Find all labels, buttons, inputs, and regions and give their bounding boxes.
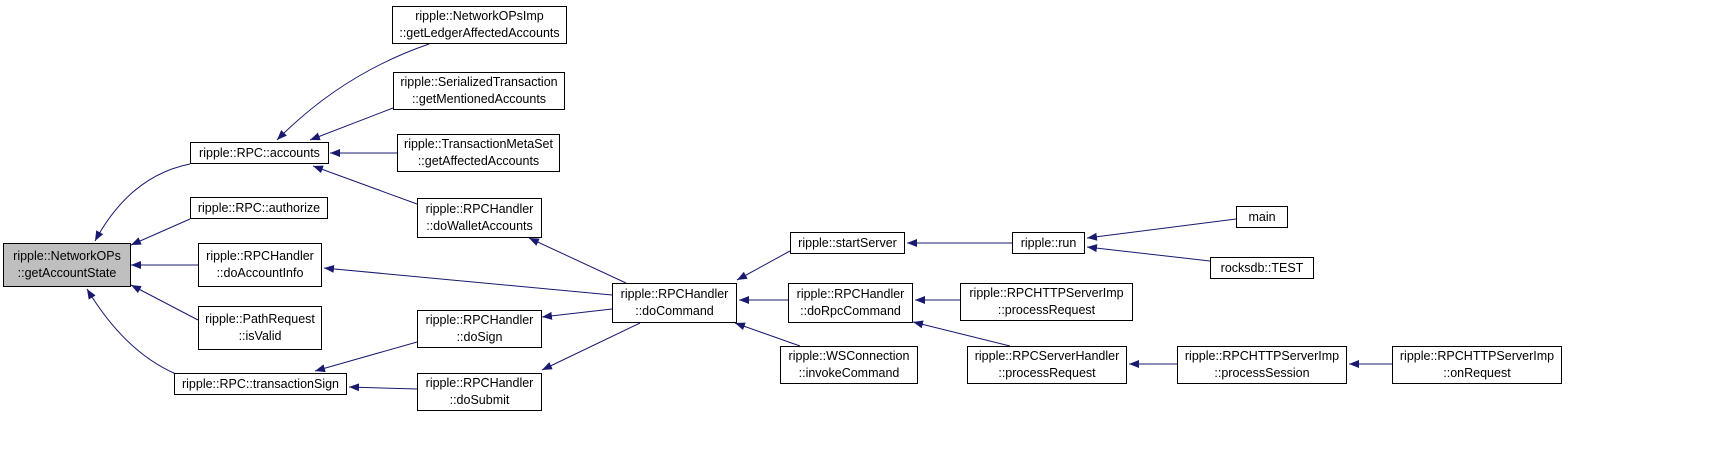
edge-doSign-to-transactionSign [314, 341, 418, 373]
node-label-line: main [1248, 209, 1276, 224]
node-label-line: ::doCommand [635, 304, 714, 318]
node-label-line: ripple::RPCHandler [796, 287, 905, 301]
edge-doCommand-to-doAccountInfo [323, 264, 613, 296]
node-getAffected[interactable]: ripple::TransactionMetaSet::getAffectedA… [397, 134, 560, 172]
node-authorize[interactable]: ripple::RPC::authorize [190, 197, 328, 219]
node-label-line: ripple::NetworkOPsImp [415, 9, 544, 23]
edge-doSubmit-to-transactionSign [348, 383, 418, 392]
node-label-line: ripple::RPCServerHandler [974, 349, 1120, 363]
node-label-line: ::onRequest [1443, 366, 1511, 380]
edge-authorize-to-root [130, 218, 191, 246]
node-label-line: ::doSubmit [449, 393, 510, 407]
node-main[interactable]: main [1236, 206, 1288, 228]
node-transactionSign[interactable]: ripple::RPC::transactionSign [174, 373, 347, 395]
node-getMentioned[interactable]: ripple::SerializedTransaction::getMentio… [393, 72, 565, 110]
node-label-line: ripple::SerializedTransaction [400, 75, 558, 89]
node-label-line: ripple::RPCHandler [425, 202, 534, 216]
node-rocksdbTest[interactable]: rocksdb::TEST [1210, 257, 1314, 279]
edge-transactionSign-to-root [86, 288, 177, 375]
node-root[interactable]: ripple::NetworkOPs::getAccountState [3, 243, 131, 287]
node-label-line: ::doSign [456, 330, 503, 344]
node-label-line: ripple::RPCHandler [620, 287, 729, 301]
node-serverHandlerProcessRequest[interactable]: ripple::RPCServerHandler::processRequest [967, 346, 1127, 384]
node-label-line: ripple::TransactionMetaSet [404, 137, 553, 151]
node-label-line: ::getLedgerAffectedAccounts [399, 26, 560, 40]
edge-getMentioned-to-accounts [309, 107, 394, 141]
node-label-line: rocksdb::TEST [1220, 260, 1304, 275]
node-label-line: ::invokeCommand [798, 366, 900, 380]
edge-rocksdbTest-to-run [1086, 244, 1211, 262]
node-label-line: ripple::RPC::accounts [199, 145, 320, 160]
node-doSign[interactable]: ripple::RPCHandler::doSign [417, 310, 542, 348]
node-label-line: ::doWalletAccounts [426, 219, 533, 233]
node-label-line: ripple::startServer [798, 235, 897, 250]
node-label-line: ::doRpcCommand [800, 304, 901, 318]
node-label-line: ripple::run [1020, 235, 1077, 250]
node-label-line: ::processRequest [998, 366, 1096, 380]
node-doSubmit[interactable]: ripple::RPCHandler::doSubmit [417, 373, 542, 411]
node-label-line: ::getMentionedAccounts [411, 92, 547, 106]
node-doAccountInfo[interactable]: ripple::RPCHandler::doAccountInfo [198, 243, 322, 287]
node-doRpcCommand[interactable]: ripple::RPCHandler::doRpcCommand [788, 283, 913, 323]
node-label-line: ripple::RPC::transactionSign [181, 376, 340, 391]
node-label-line: ripple::RPCHandler [206, 249, 314, 263]
node-label-line: ripple::WSConnection [788, 349, 910, 363]
node-label-line: ripple::RPCHTTPServerImp [1399, 349, 1555, 363]
edge-isValid-to-root [130, 284, 199, 321]
node-label-line: ::processSession [1214, 366, 1310, 380]
edge-invokeCommand-to-doCommand [734, 322, 801, 347]
node-label-line: ::isValid [238, 329, 282, 343]
edge-doCommand-to-doSign [541, 308, 613, 320]
node-getLedgerAffected[interactable]: ripple::NetworkOPsImp::getLedgerAffected… [392, 6, 567, 44]
node-doCommand[interactable]: ripple::RPCHandler::doCommand [612, 283, 737, 323]
node-httpProcessRequest[interactable]: ripple::RPCHTTPServerImp::processRequest [960, 283, 1133, 321]
node-label-line: ripple::RPCHTTPServerImp [1184, 349, 1340, 363]
node-doWalletAccounts[interactable]: ripple::RPCHandler::doWalletAccounts [417, 198, 542, 238]
edge-serverHandlerProcessRequest-to-doRpcCommand [912, 320, 1011, 347]
edge-getLedgerAffected-to-accounts [276, 43, 430, 141]
node-label-line: ::getAccountState [17, 266, 117, 280]
edge-doCommand-to-doWalletAccounts [528, 237, 627, 284]
node-label-line: ripple::RPCHandler [425, 313, 534, 327]
edge-doWalletAccounts-to-accounts [312, 165, 418, 205]
edge-main-to-run [1086, 218, 1237, 241]
node-label-line: ripple::RPCHandler [425, 376, 534, 390]
node-label-line: ::processRequest [997, 303, 1096, 317]
edge-startServer-to-doCommand [736, 250, 791, 281]
edge-accounts-to-root [94, 163, 191, 242]
node-label-line: ripple::NetworkOPs [13, 249, 121, 263]
node-label-line: ripple::PathRequest [205, 312, 315, 326]
node-label-line: ::getAffectedAccounts [417, 154, 540, 168]
node-isValid[interactable]: ripple::PathRequest::isValid [198, 306, 322, 350]
node-invokeCommand[interactable]: ripple::WSConnection::invokeCommand [780, 346, 918, 384]
node-label-line: ripple::RPCHTTPServerImp [969, 286, 1124, 300]
node-label-line: ripple::RPC::authorize [197, 200, 321, 215]
node-onRequest[interactable]: ripple::RPCHTTPServerImp::onRequest [1392, 346, 1562, 384]
edge-doCommand-to-doSubmit [541, 322, 641, 371]
node-startServer[interactable]: ripple::startServer [790, 232, 905, 254]
node-run[interactable]: ripple::run [1012, 232, 1085, 254]
node-label-line: ::doAccountInfo [216, 266, 304, 280]
node-accounts[interactable]: ripple::RPC::accounts [190, 142, 329, 164]
node-processSession[interactable]: ripple::RPCHTTPServerImp::processSession [1177, 346, 1347, 384]
